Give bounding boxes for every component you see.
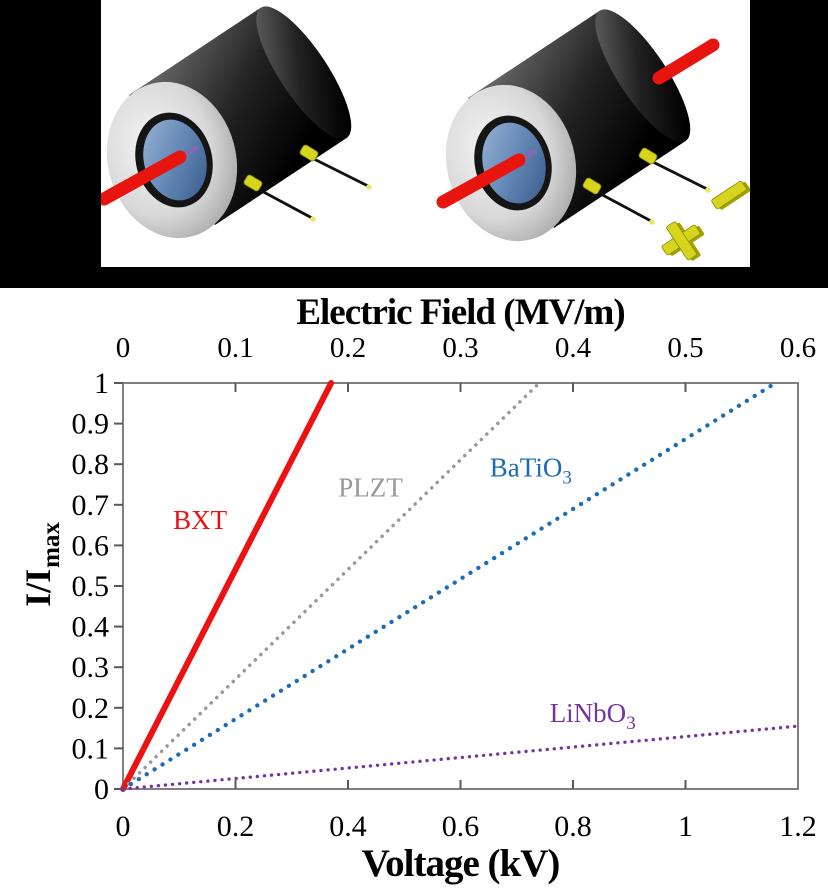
y-axis-title: I/Imax bbox=[17, 522, 65, 607]
chart-canvas: 0 0.1 0.2 0.3 0.4 0.5 0.6 0 0.2 0.4 0.6 0.8 1 1.2 0 0.1… bbox=[72, 332, 817, 843]
top-axis-tick-label: 0.5 bbox=[667, 332, 703, 364]
bottom-axis-tick-label: 0 bbox=[116, 810, 131, 843]
top-banner bbox=[0, 0, 828, 288]
left-axis-tick-label: 0.9 bbox=[72, 408, 110, 441]
top-axis-tick-label: 0.3 bbox=[442, 332, 478, 364]
top-axis-title: Electric Field (MV/m) bbox=[296, 292, 625, 333]
series-label-LiNbO3: LiNbO3 bbox=[550, 698, 636, 734]
left-axis-tick-label: 0.5 bbox=[72, 570, 110, 603]
series-label-sub-BaTiO3: 3 bbox=[562, 467, 572, 488]
left-axis-tick-label: 0 bbox=[94, 773, 109, 806]
series-label-BaTiO3: BaTiO3 bbox=[490, 452, 572, 488]
bottom-axis-tick-label: 0.4 bbox=[329, 810, 367, 843]
left-axis-tick-label: 0.7 bbox=[72, 489, 110, 522]
left-axis-tick-label: 0.2 bbox=[72, 692, 110, 725]
top-axis-tick-label: 0.1 bbox=[217, 332, 253, 364]
series-label-sub-LiNbO3: 3 bbox=[626, 713, 636, 734]
laser-beam-output bbox=[652, 38, 720, 85]
chart: 0 0.1 0.2 0.3 0.4 0.5 0.6 0 0.2 0.4 0.6 0.8 1 1.2 0 0.1… bbox=[0, 288, 828, 889]
left-axis-tick-label: 0.6 bbox=[72, 529, 110, 562]
left-axis-tick-label: 0.1 bbox=[72, 732, 110, 765]
series-line-BaTiO3 bbox=[120, 380, 778, 792]
top-axis-tick-label: 0.2 bbox=[330, 332, 366, 364]
left-axis-tick-label: 1 bbox=[94, 367, 109, 400]
device-illustration-panel bbox=[101, 0, 751, 267]
bottom-axis-tick-label: 0.2 bbox=[217, 810, 255, 843]
plus-terminal-symbol bbox=[661, 221, 705, 261]
device-illustration bbox=[101, 0, 751, 267]
series-label-BXT: BXT bbox=[173, 505, 228, 535]
device-left bbox=[101, 0, 372, 253]
series-line-BXT bbox=[120, 380, 335, 792]
bottom-axis-title: Voltage (kV) bbox=[361, 842, 561, 885]
series-line-LiNbO3 bbox=[121, 724, 800, 791]
device-right bbox=[429, 0, 751, 267]
top-axis-tick-label: 0.4 bbox=[555, 332, 592, 364]
bottom-axis-tick-label: 0.6 bbox=[442, 810, 480, 843]
series-line-PLZT bbox=[121, 381, 541, 791]
top-axis-tick-label: 0 bbox=[116, 332, 131, 364]
bottom-axis-tick-label: 1.2 bbox=[779, 810, 817, 843]
left-axis-tick-label: 0.3 bbox=[72, 651, 110, 684]
y-axis-title-sub: max bbox=[38, 522, 65, 568]
series-label-PLZT: PLZT bbox=[338, 473, 403, 503]
bottom-axis-tick-label: 1 bbox=[678, 810, 693, 843]
bottom-axis-tick-label: 0.8 bbox=[554, 810, 592, 843]
top-axis-tick-label: 0.6 bbox=[780, 332, 816, 364]
left-axis-tick-label: 0.8 bbox=[72, 448, 110, 481]
y-axis-title-main: I/I bbox=[18, 568, 58, 607]
minus-terminal-symbol bbox=[711, 180, 751, 210]
left-axis-tick-label: 0.4 bbox=[72, 611, 110, 644]
